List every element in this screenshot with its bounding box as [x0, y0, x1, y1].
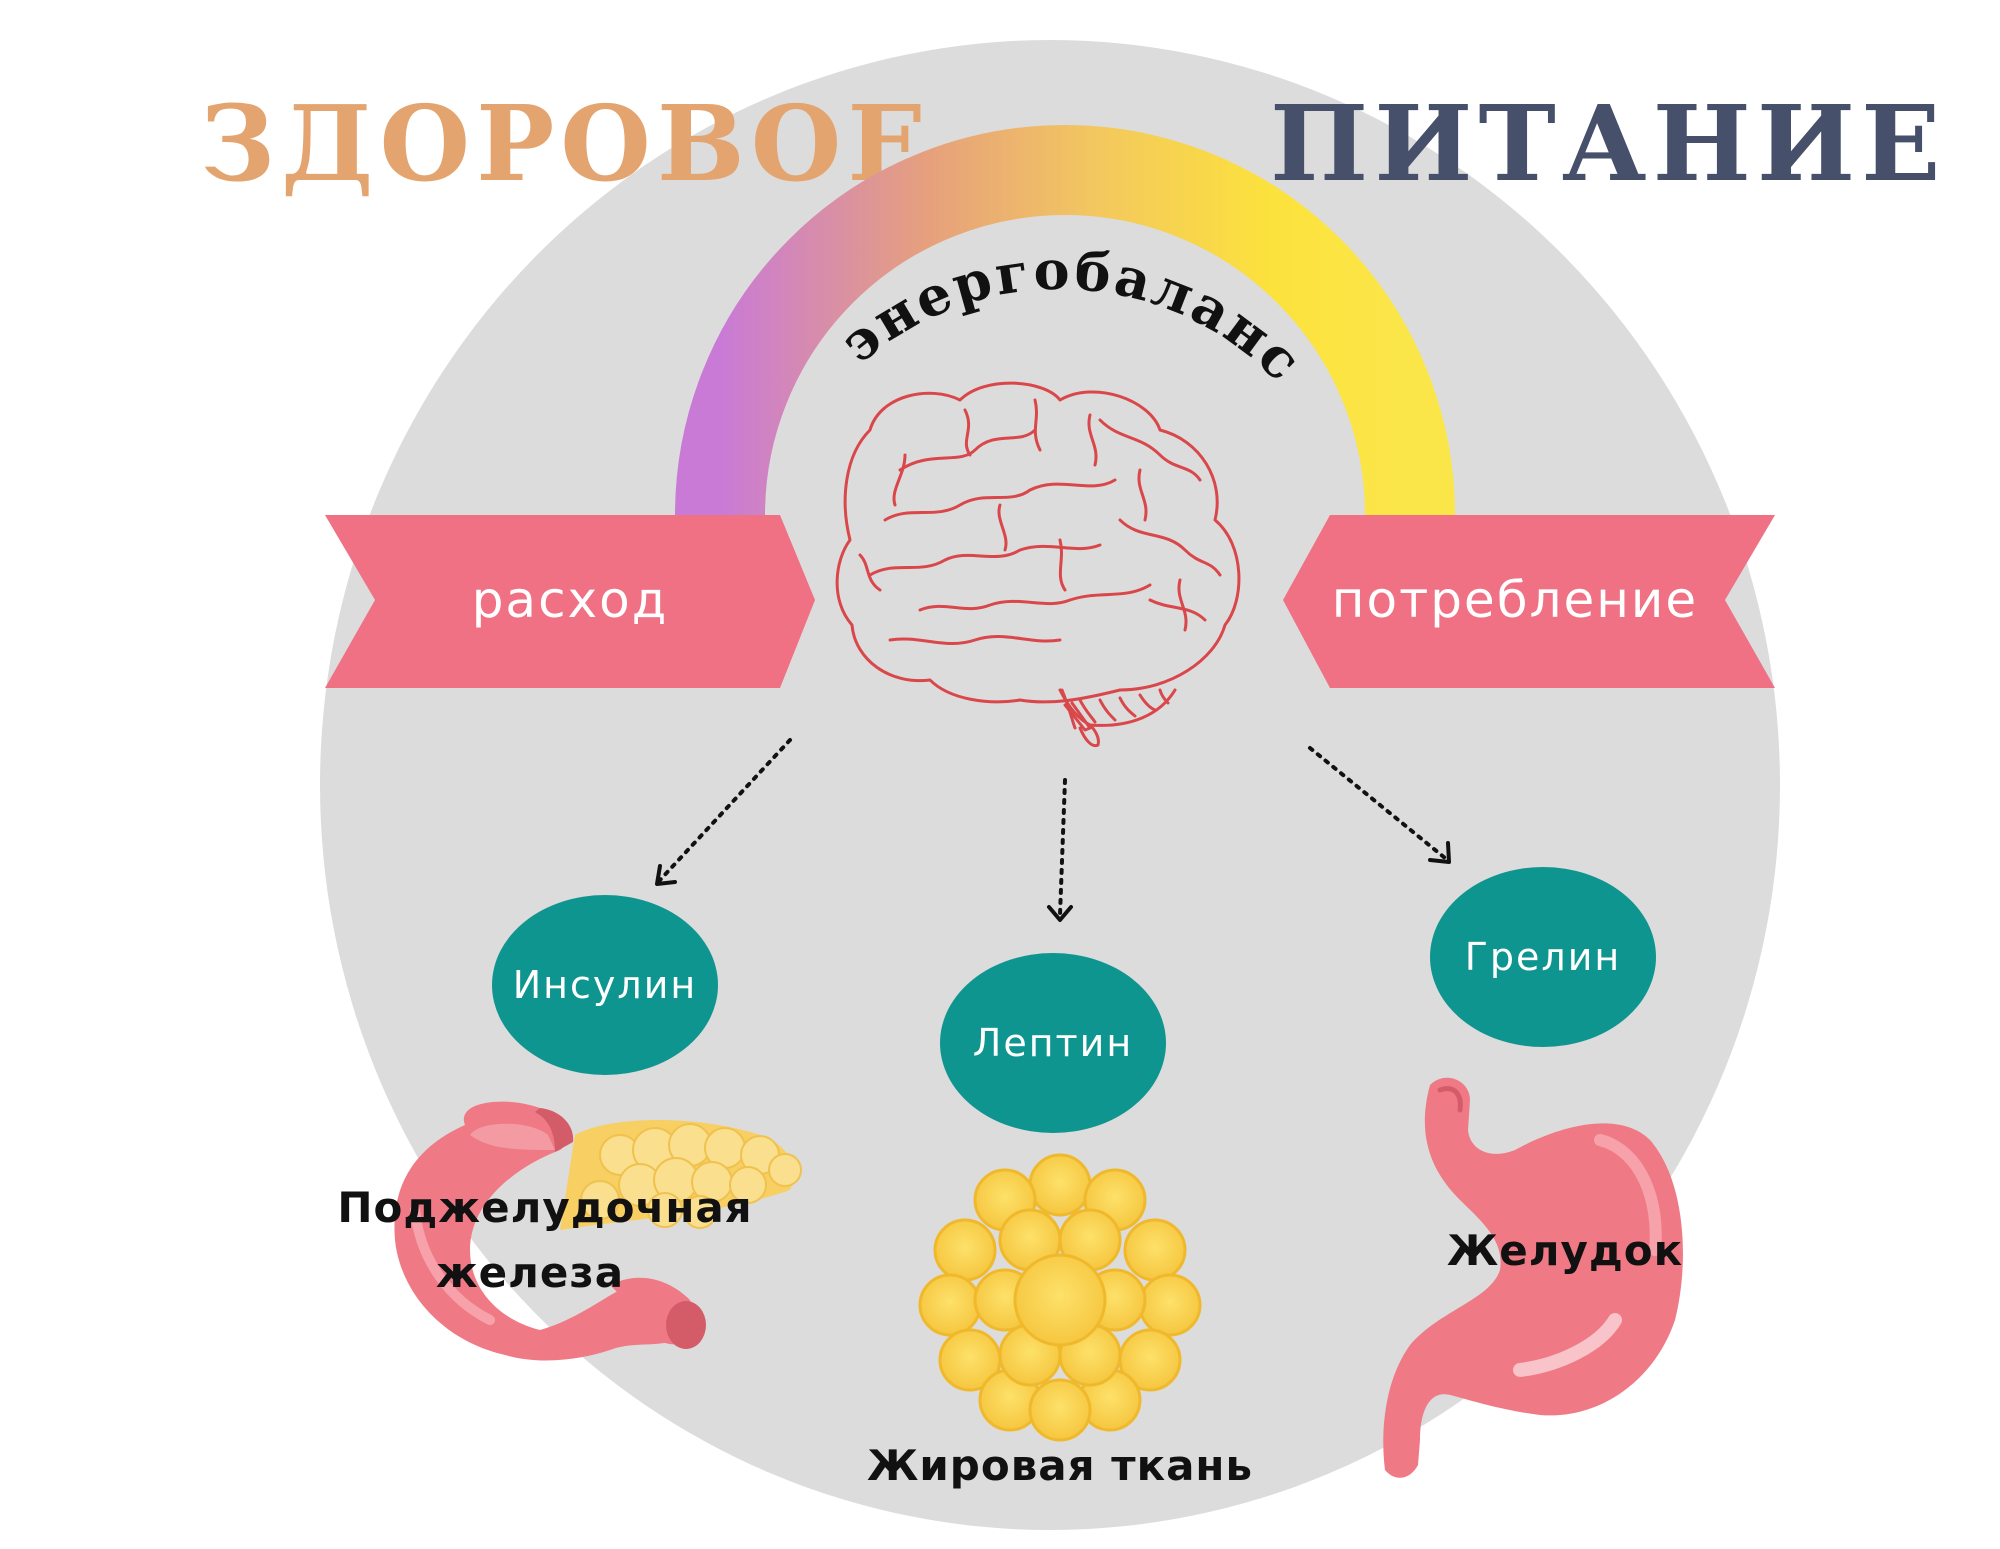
organ-fat-label: Жировая ткань [867, 1441, 1253, 1490]
organ-stomach-label: Желудок [1447, 1226, 1683, 1275]
title-left: ЗДОРОВОЕ [200, 82, 933, 205]
hormone-insulin-label: Инсулин [513, 963, 697, 1007]
arrow-to-insulin [658, 738, 792, 882]
title-right: ПИТАНИЕ [1270, 82, 1946, 205]
arrowhead-leptin [1047, 905, 1073, 922]
ribbon-left-label: расход [472, 571, 669, 629]
ribbon-left [325, 515, 815, 688]
arrow-to-leptin [1058, 778, 1067, 917]
dotted-arrow-icon [658, 738, 1447, 917]
organ-pancreas-label-1: Поджелудочная [337, 1183, 752, 1232]
hormone-ghrelin-label: Грелин [1465, 935, 1622, 979]
hormone-ghrelin-node [1430, 867, 1656, 1047]
brain-icon [835, 381, 1241, 748]
pancreas-icon [394, 1101, 802, 1361]
arrowhead-insulin [655, 864, 677, 886]
hormone-leptin-label: Лептин [973, 1021, 1133, 1065]
stomach-icon [1383, 1077, 1683, 1478]
arrow-to-ghrelin [1308, 746, 1447, 860]
arrowhead-ghrelin [1428, 841, 1451, 864]
hormone-leptin-node [940, 953, 1166, 1133]
fat-tissue-icon [918, 1153, 1202, 1442]
organ-pancreas-label-2: железа [436, 1248, 624, 1297]
hormone-insulin-node [492, 895, 718, 1075]
ribbon-right-label: потребление [1332, 571, 1698, 629]
energy-balance-arc [675, 125, 1455, 516]
ribbon-right [1283, 515, 1775, 688]
